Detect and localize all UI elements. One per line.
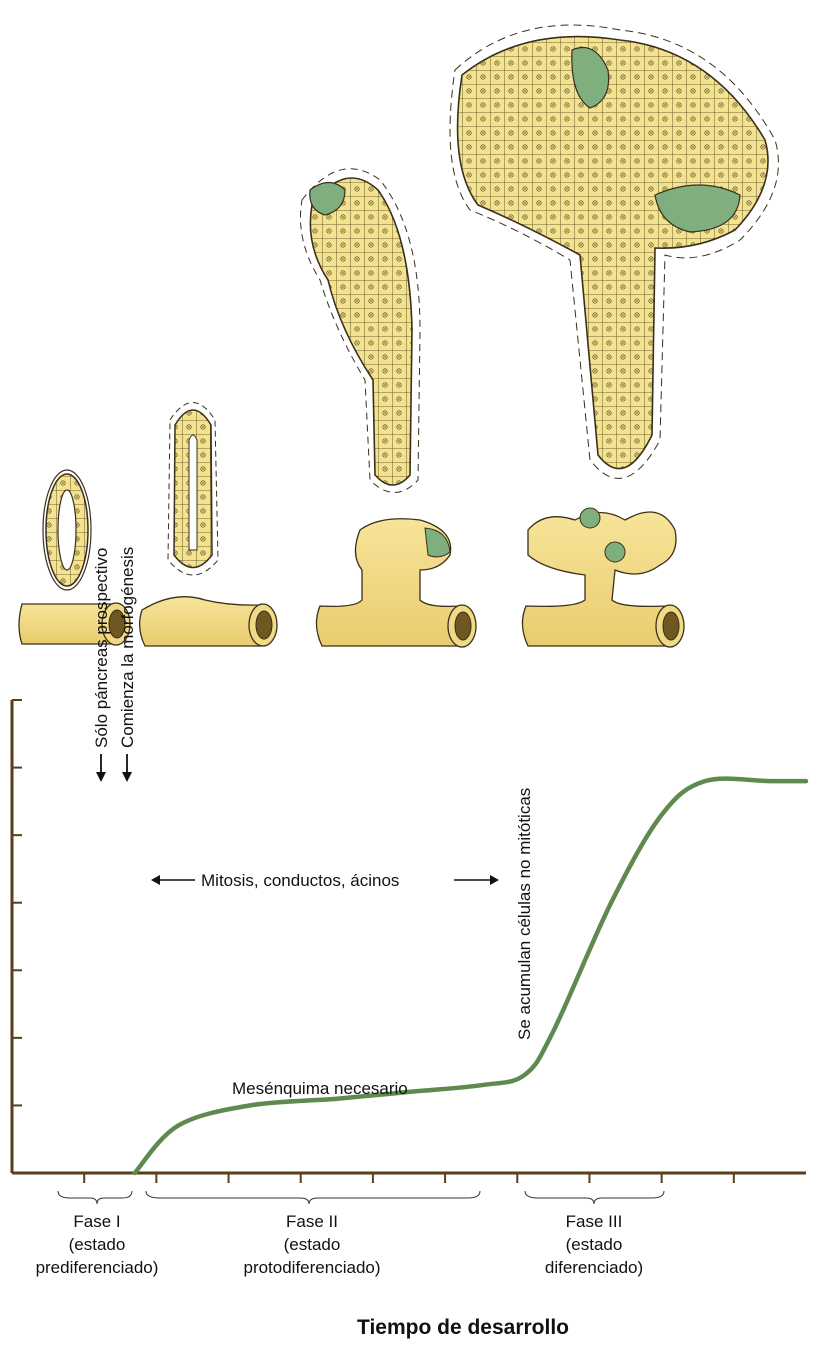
epithelial-tree — [458, 37, 768, 469]
left-arrow-icon — [151, 875, 195, 885]
phase-brace-2 — [146, 1191, 480, 1204]
x-axis-title: Tiempo de desarrollo — [357, 1316, 569, 1339]
rudiment-stage-2 — [140, 403, 277, 647]
phase-1-name: Fase I — [73, 1212, 120, 1231]
bud-lumen — [189, 435, 197, 550]
rudiment-stage-4 — [450, 25, 778, 647]
phase-1-line3: prediferenciado) — [36, 1258, 159, 1277]
gut-tube-4 — [522, 508, 684, 647]
gut-tube-1 — [19, 603, 130, 645]
phase-brace-3 — [525, 1191, 664, 1204]
annotation-solo-pancreas: Sólo páncreas prospectivo — [92, 548, 111, 748]
phase-1-line2: (estado — [69, 1235, 126, 1254]
phase-3-line2: (estado — [566, 1235, 623, 1254]
gut-tube-2 — [140, 597, 277, 646]
phase-2-line3: protodiferenciado) — [243, 1258, 380, 1277]
annotation-mesenquima: Mesénquima necesario — [232, 1079, 408, 1098]
annotation-mitosis: Mitosis, conductos, ácinos — [201, 871, 399, 890]
phase-brace-1 — [58, 1191, 132, 1204]
phase-2-line2: (estado — [284, 1235, 341, 1254]
gut-tube-3 — [316, 519, 476, 647]
annotation-comienza-morfogenesis: Comienza la morfogénesis — [118, 547, 137, 748]
epithelial-bud — [310, 178, 412, 485]
rudiment-stage-3 — [300, 169, 476, 647]
annotation-se-acumulan: Se acumulan células no mitóticas — [515, 788, 534, 1040]
down-arrow-icon — [96, 754, 106, 782]
growth-curve — [135, 779, 806, 1173]
phase-3-line3: diferenciado) — [545, 1258, 643, 1277]
rudiment-stage-1 — [19, 470, 130, 645]
bud-lumen — [58, 490, 76, 570]
growth-chart: Fase I (estado prediferenciado) Fase II … — [12, 547, 806, 1339]
phase-3-name: Fase III — [566, 1212, 623, 1231]
down-arrow-icon — [122, 754, 132, 782]
right-arrow-icon — [454, 875, 499, 885]
phase-2-name: Fase II — [286, 1212, 338, 1231]
